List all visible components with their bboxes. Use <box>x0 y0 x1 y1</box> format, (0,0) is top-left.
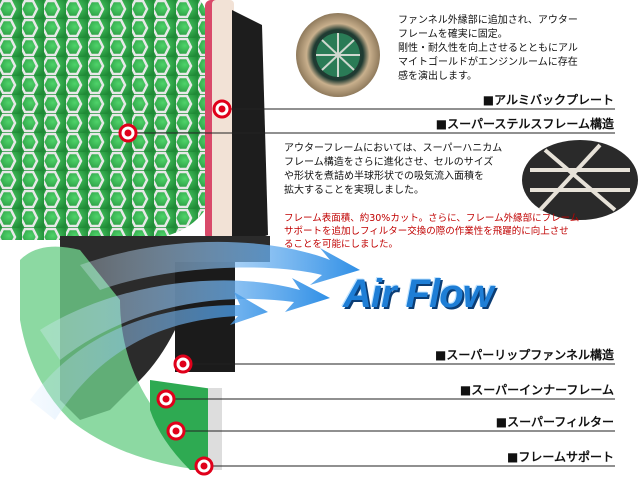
stealth-line: フレーム構造をさらに進化させ、セルのサイズ <box>284 157 494 168</box>
intro-line: ファンネル外縁部に追加され、アウター <box>398 15 578 26</box>
marker-stealth-frame <box>118 123 138 143</box>
reduction-line: ることを可能にしました。 <box>284 239 399 250</box>
marker-aluminum-plate <box>212 99 232 119</box>
intro-line: 感を演出します。 <box>398 71 477 82</box>
label-stealth-frame: ■スーパーステルスフレーム構造 <box>435 117 614 131</box>
stealth-line: アウターフレームにおいては、スーパーハニカム <box>284 143 503 154</box>
intro-line: 剛性・耐久性を向上させるとともにアル <box>398 43 578 54</box>
label-filter: ■スーパーフィルター <box>495 415 614 429</box>
stealth-frame-description: アウターフレームにおいては、スーパーハニカム フレーム構造をさらに進化させ、セル… <box>284 142 534 198</box>
airflow-arrow-2 <box>40 278 330 360</box>
airflow-label: Air Flow <box>343 272 494 316</box>
intro-description: ファンネル外縁部に追加され、アウター フレームを確実に固定。 剛性・耐久性を向上… <box>398 14 634 84</box>
intro-line: マイトゴールドがエンジンルームに存在 <box>398 57 578 68</box>
airflow-arrow-1 <box>80 241 360 290</box>
stealth-line: や形状を煮詰め半球形状での吸気流入面積を <box>284 171 484 182</box>
marker-lip-funnel <box>173 354 193 374</box>
marker-filter <box>166 421 186 441</box>
label-frame-support: ■フレームサポート <box>507 450 614 464</box>
marker-frame-support <box>194 456 214 476</box>
label-aluminum-plate: ■アルミバックプレート <box>482 93 614 107</box>
reduction-line: フレーム表面積、約30%カット。さらに、フレーム外縁部にフレーム <box>284 213 580 224</box>
intro-line: フレームを確実に固定。 <box>398 29 508 40</box>
stealth-line: 拡大することを実現しました。 <box>284 185 424 196</box>
label-inner-frame: ■スーパーインナーフレーム <box>459 383 614 397</box>
marker-inner-frame <box>156 389 176 409</box>
funnel-body <box>232 10 268 245</box>
airflow-arrow-3 <box>30 292 268 420</box>
reduction-description: フレーム表面積、約30%カット。さらに、フレーム外縁部にフレーム サポートを追加… <box>284 212 634 251</box>
reduction-line: サポートを追加しフィルター交換の際の作業性を飛躍的に向上させ <box>284 226 569 237</box>
label-lip-funnel: ■スーパーリップファンネル構造 <box>435 348 614 362</box>
filter-dome <box>0 0 223 240</box>
callout-markers <box>118 99 232 476</box>
